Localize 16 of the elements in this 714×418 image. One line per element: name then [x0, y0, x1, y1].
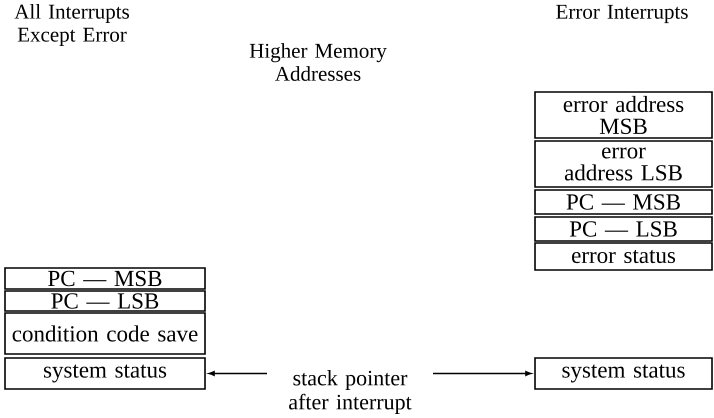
memory-cell: error status [534, 242, 713, 271]
memory-cell: PC — MSB [4, 267, 206, 290]
arrow [208, 370, 267, 376]
memory-cell: error address LSB [534, 140, 713, 188]
memory-cell: system status [4, 357, 206, 390]
memory-cell: PC — MSB [534, 189, 713, 215]
arrow [433, 370, 532, 376]
memory-cell: system status [534, 357, 713, 390]
memory-cell: error address MSB [534, 91, 713, 139]
memory-cell: condition code save [4, 312, 206, 355]
heading: All Interrupts Except Error [14, 4, 129, 46]
memory-cell: PC — LSB [4, 290, 206, 312]
memory-cell: PC — LSB [534, 216, 713, 242]
heading: Higher Memory Addresses [250, 43, 387, 81]
pointer-label: stack pointer after interrupt [289, 370, 412, 414]
heading: Error Interrupts [556, 4, 688, 24]
